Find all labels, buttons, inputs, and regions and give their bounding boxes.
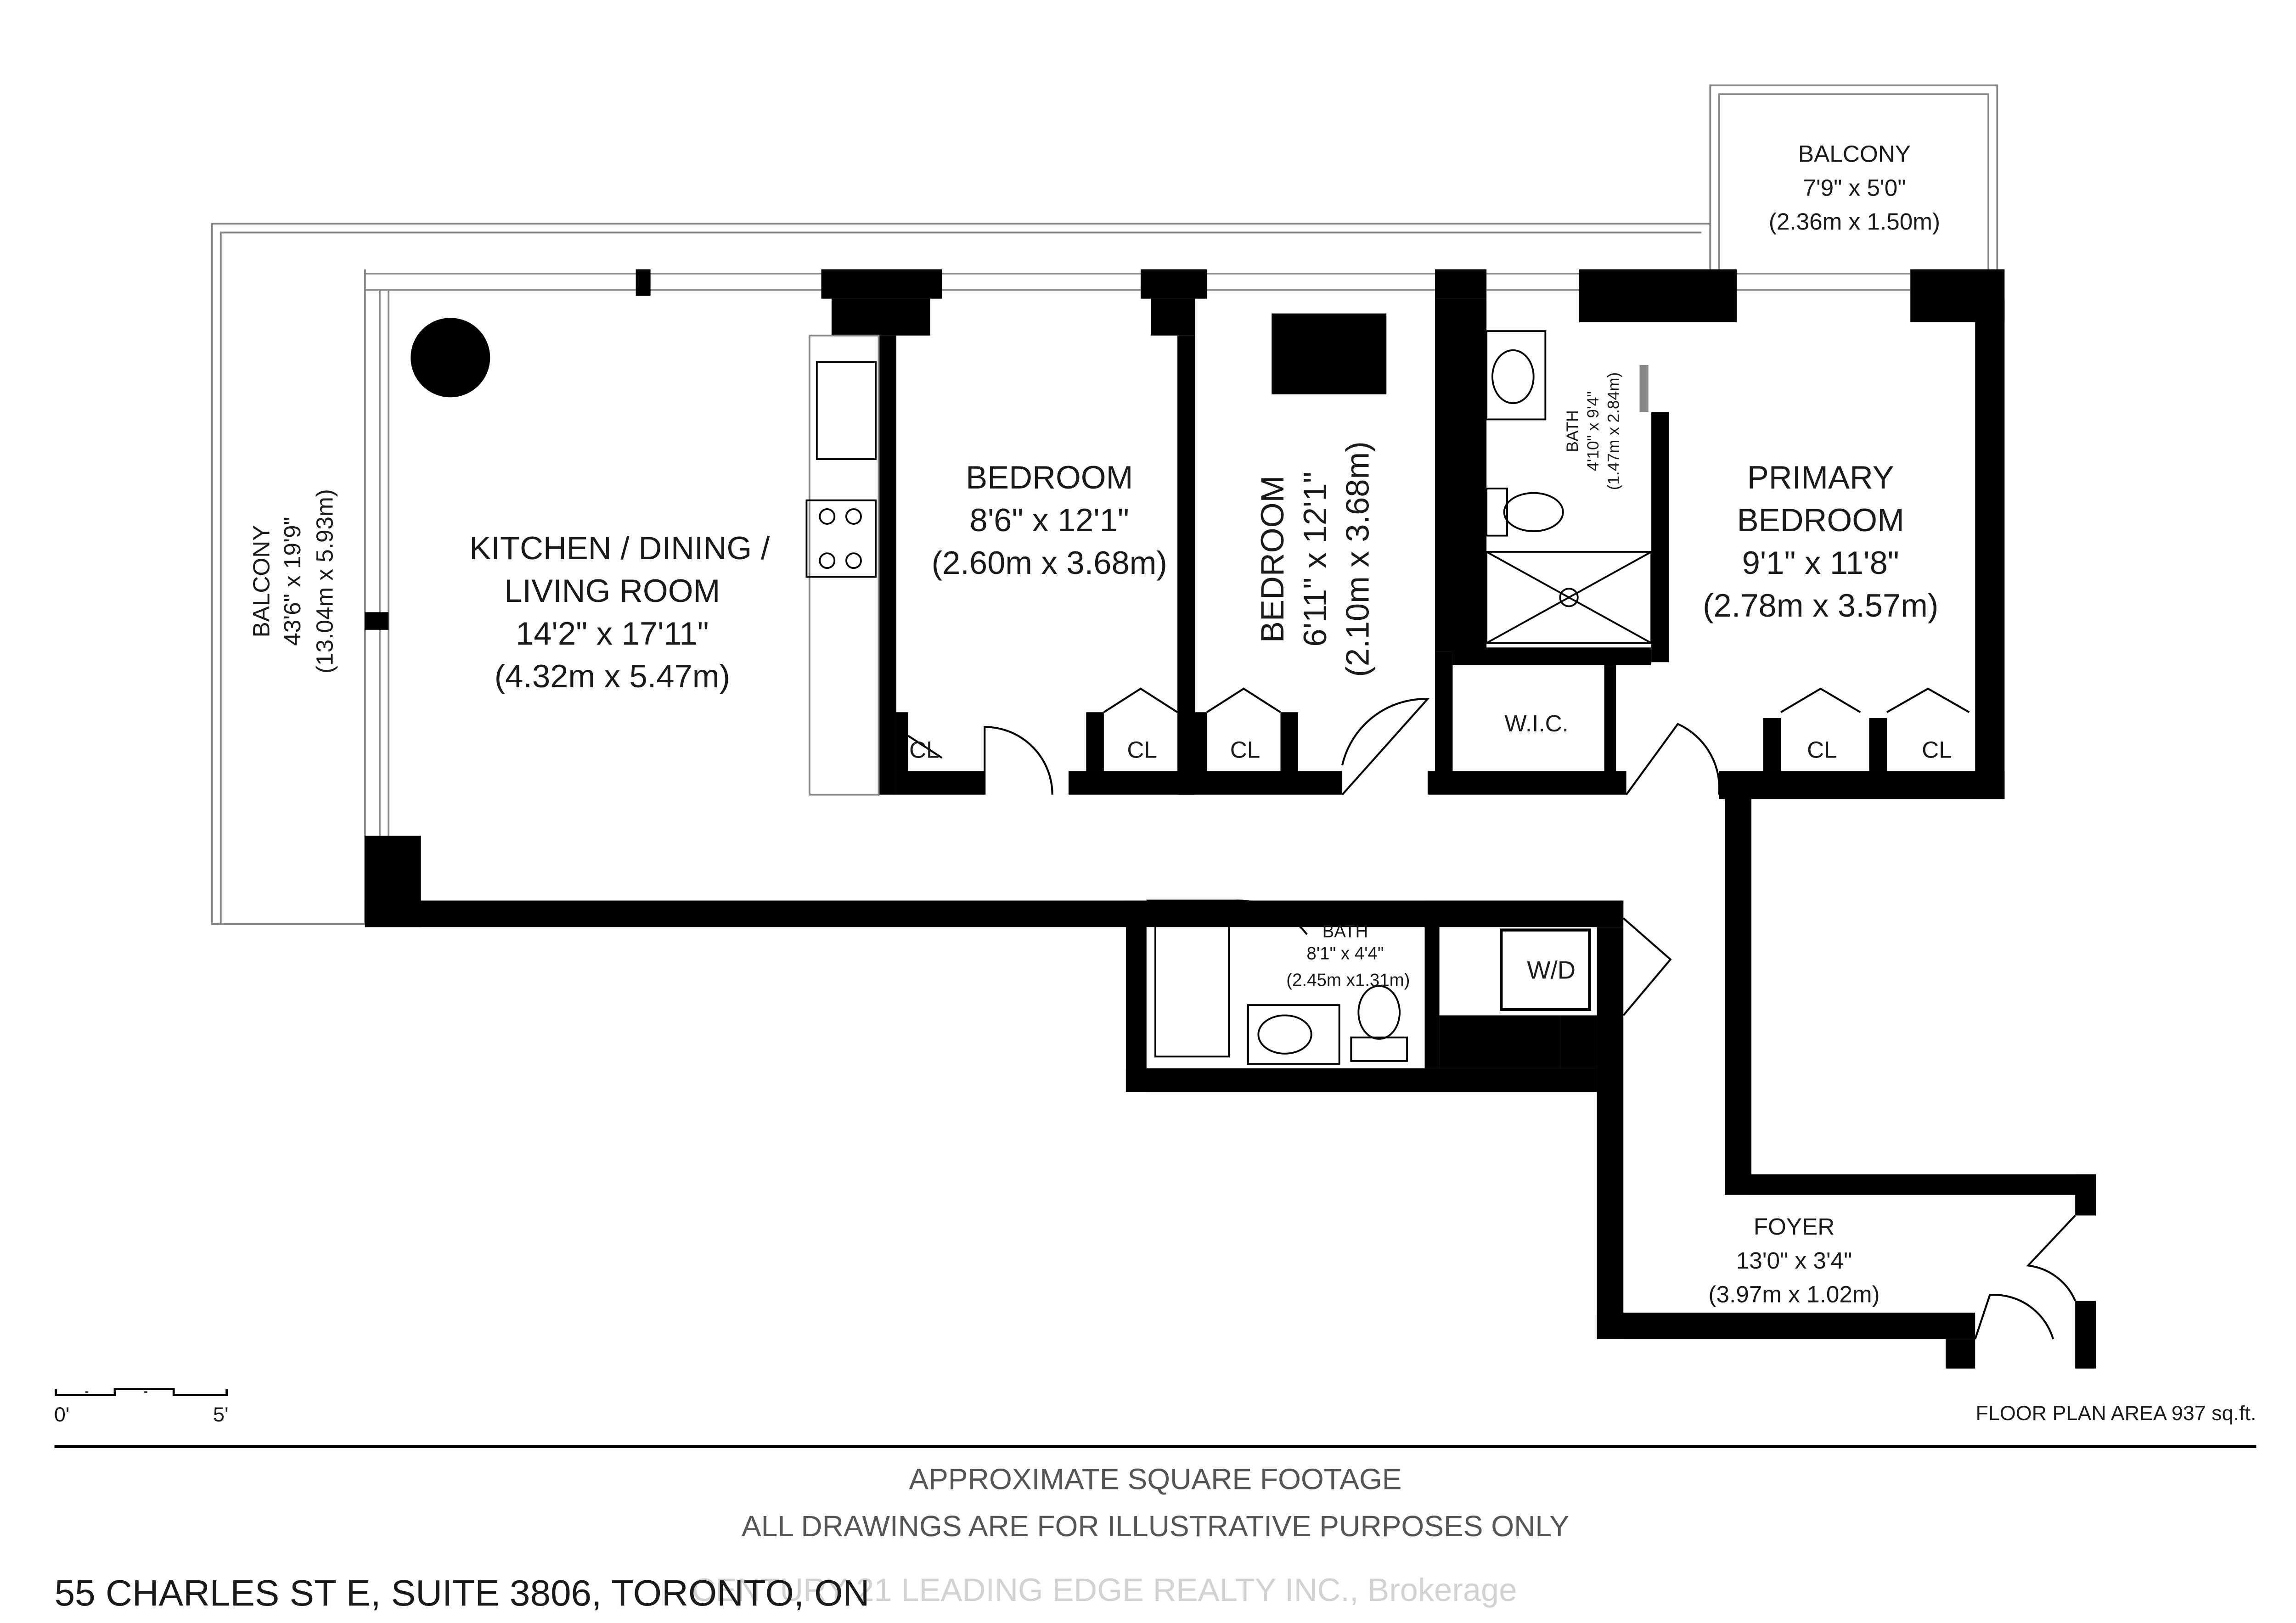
bath2-name: BATH: [1322, 922, 1368, 942]
stove-icon: [805, 499, 877, 578]
doors: [907, 687, 2077, 1340]
scale-start-label: 0': [54, 1403, 70, 1426]
note-illustrative: ALL DRAWINGS ARE FOR ILLUSTRATIVE PURPOS…: [742, 1510, 1569, 1543]
closet-label: CL: [1127, 737, 1157, 763]
fixtures: [411, 313, 1653, 1065]
kitchen-counter: [808, 334, 880, 796]
kitchen-name-2: LIVING ROOM: [504, 573, 720, 609]
scale-bar: 0' 5': [54, 1388, 229, 1426]
closet-label: CL: [1807, 737, 1837, 763]
bedroom1-metric: (2.60m x 3.68m): [932, 545, 1167, 581]
toilet-icon: [1486, 488, 1508, 537]
scale-end-label: 5': [213, 1403, 229, 1426]
ensuite-bath-metric: (1.47m x 2.84m): [1605, 372, 1623, 490]
kitchen-metric: (4.32m x 5.47m): [495, 658, 730, 694]
closet-label: CL: [1230, 737, 1261, 763]
bath2-dim: 8'1" x 4'4": [1306, 944, 1384, 964]
bedroom1-name: BEDROOM: [966, 459, 1133, 495]
laundry-name: W/D: [1527, 956, 1576, 984]
tv-block: [1272, 313, 1387, 394]
watermark: CENTURY 21 LEADING EDGE REALTY INC., Bro…: [692, 1572, 1517, 1608]
bath-toilet-icon: [1350, 1036, 1408, 1062]
balcony-left-dim: 43'6" x 19'9": [279, 517, 305, 646]
balcony-top-dim: 7'9" x 5'0": [1803, 174, 1906, 201]
primary-metric: (2.78m x 3.57m): [1703, 587, 1938, 623]
balcony-top-name: BALCONY: [1798, 141, 1911, 167]
bedroom2-dim: 6'11" x 12'1": [1297, 472, 1333, 646]
balcony-left-metric: (13.04m x 5.93m): [311, 489, 338, 674]
address: 55 CHARLES ST E, SUITE 3806, TORONTO, ON: [55, 1572, 870, 1613]
foyer-dim: 13'0" x 3'4": [1736, 1247, 1852, 1274]
closet-label: CL: [909, 737, 940, 763]
primary-name-1: PRIMARY: [1747, 459, 1894, 495]
note-approx: APPROXIMATE SQUARE FOOTAGE: [909, 1463, 1401, 1496]
vanity-icon: [1486, 330, 1547, 421]
balcony-left-name: BALCONY: [248, 525, 275, 638]
shower-icon: [1486, 550, 1653, 644]
wic-name: W.I.C.: [1504, 710, 1569, 736]
windows: [365, 273, 1911, 291]
bedroom1-dim: 8'6" x 12'1": [970, 502, 1129, 538]
primary-dim: 9'1" x 11'8": [1742, 545, 1899, 581]
bedroom2-metric: (2.10m x 3.68m): [1339, 441, 1376, 677]
kitchen-dim: 14'2" x 17'11": [516, 615, 709, 651]
kitchen-sink-icon: [816, 361, 877, 460]
column-icon: [411, 318, 490, 398]
balcony-top-metric: (2.36m x 1.50m): [1769, 208, 1940, 235]
bedroom2-name: BEDROOM: [1254, 476, 1290, 643]
primary-name-2: BEDROOM: [1737, 502, 1904, 538]
bathtub-icon: [1154, 923, 1230, 1058]
closet-label: CL: [1922, 737, 1952, 763]
ensuite-bath-dim: 4'10" x 9'4": [1584, 391, 1602, 471]
room-labels: BALCONY 7'9" x 5'0" (2.36m x 1.50m) BALC…: [248, 141, 1952, 1308]
foyer-name: FOYER: [1754, 1213, 1835, 1240]
bath-sink-icon: [1247, 1004, 1340, 1065]
floor-area: FLOOR PLAN AREA 937 sq.ft.: [1976, 1401, 2257, 1425]
kitchen-name-1: KITCHEN / DINING /: [469, 530, 770, 566]
bath2-metric: (2.45m x1.31m): [1286, 970, 1410, 990]
walls: [365, 269, 2096, 1369]
foyer-metric: (3.97m x 1.02m): [1708, 1281, 1880, 1308]
ensuite-bath-name: BATH: [1564, 410, 1581, 452]
balcony-outlines: [211, 84, 1998, 925]
